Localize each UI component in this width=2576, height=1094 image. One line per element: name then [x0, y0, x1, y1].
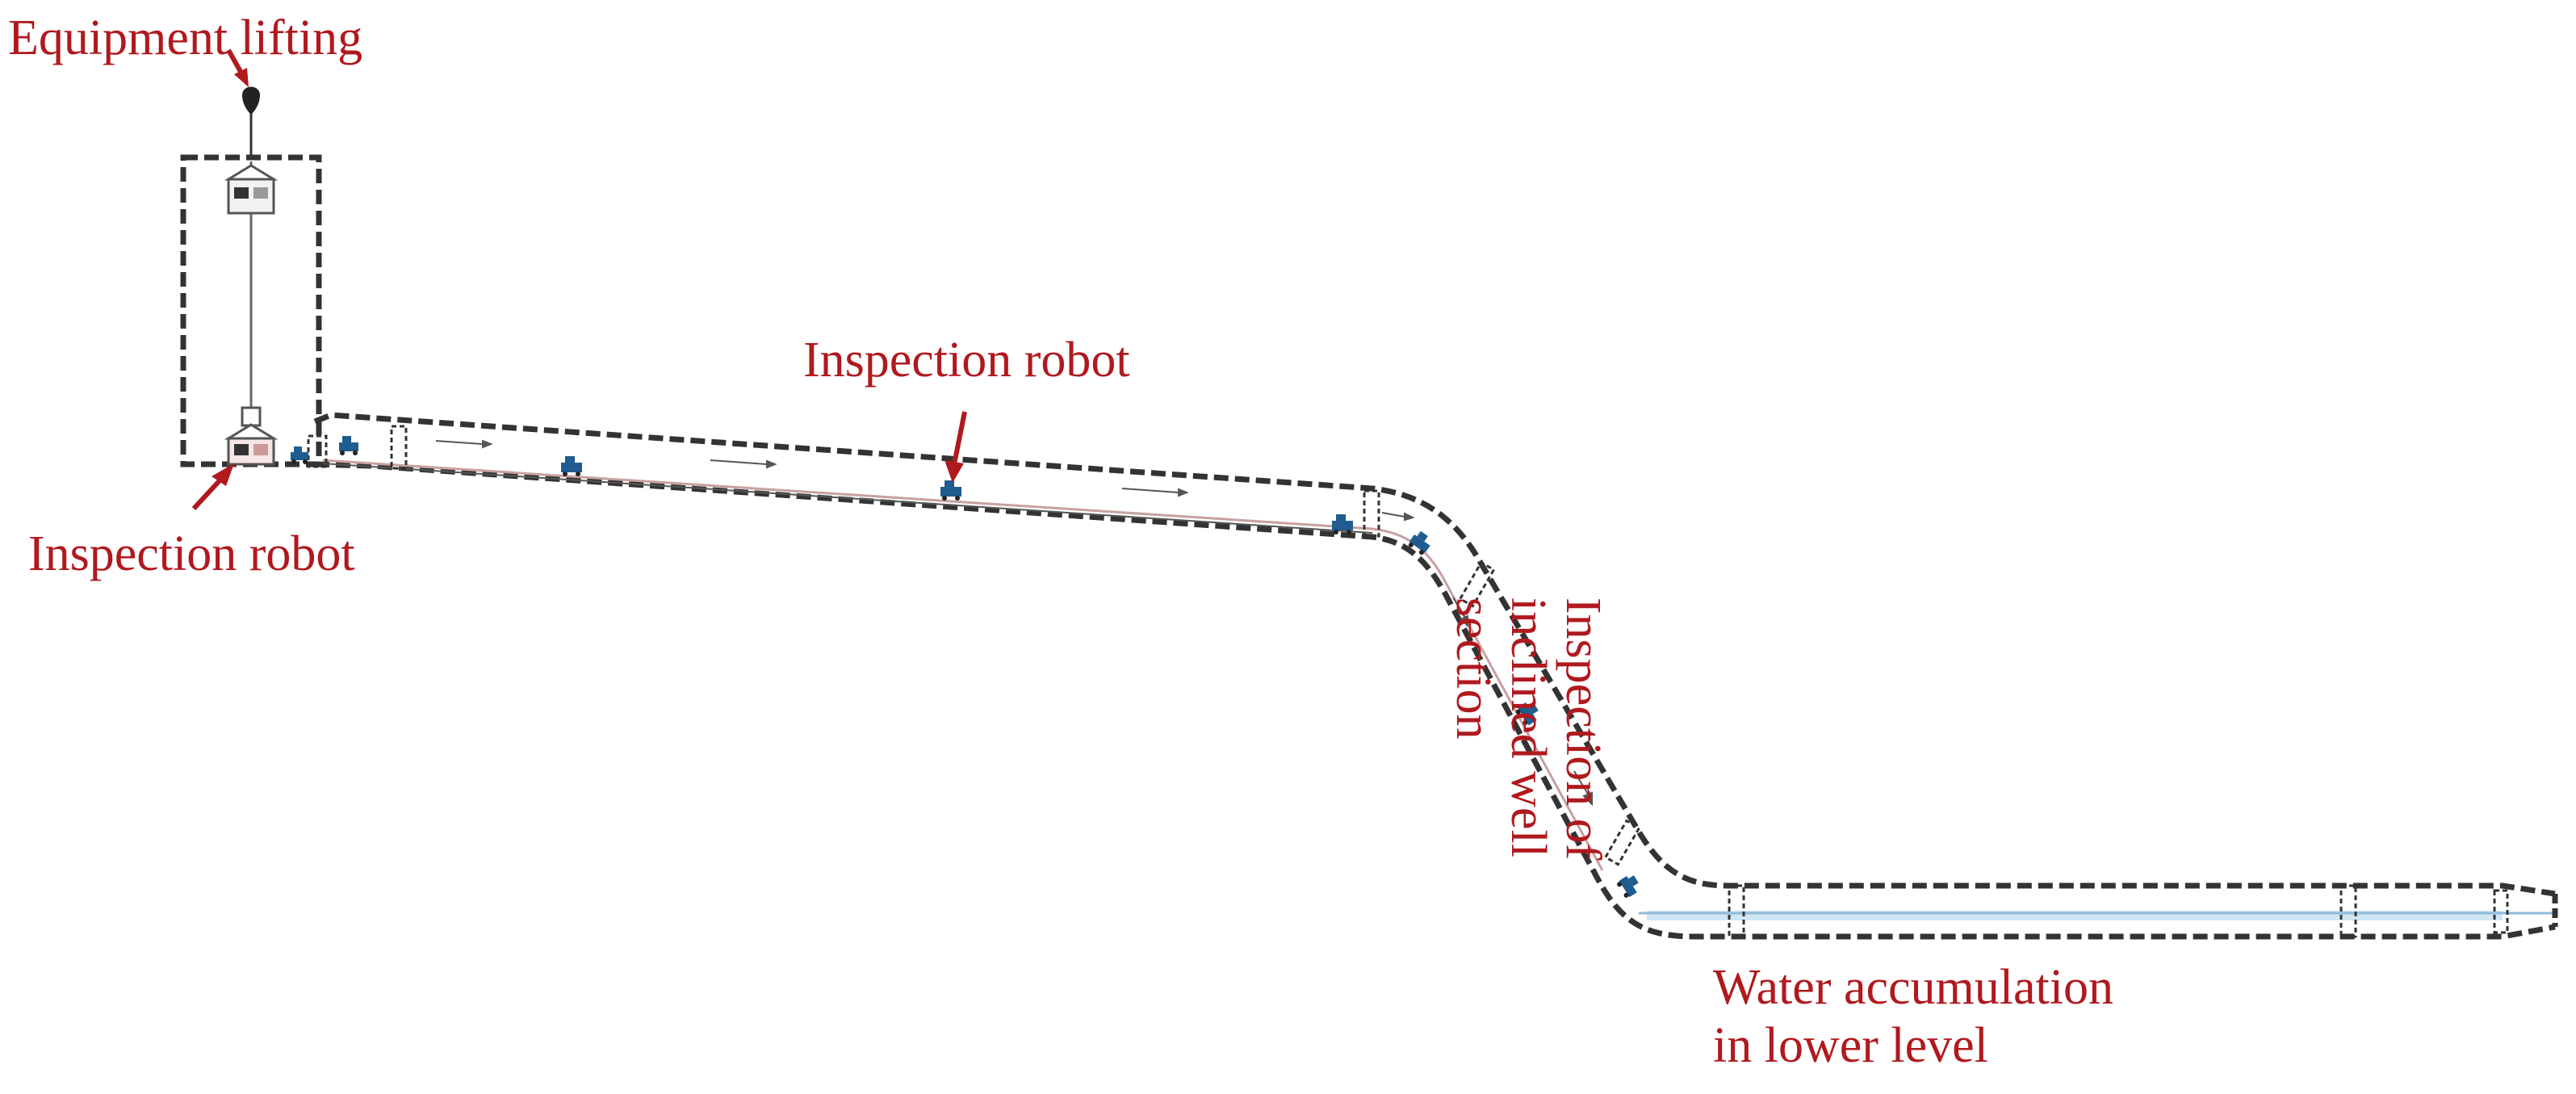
callout-arrows: [191, 48, 967, 511]
section-dividers: [307, 425, 2509, 938]
arrow-robot-top: [945, 411, 967, 483]
divider-3: [1363, 489, 1380, 538]
robot-icon: [1408, 530, 1430, 555]
robot-icon: [1617, 875, 1639, 898]
flow-arrow-icon: [1381, 512, 1415, 522]
flow-arrow-icon: [435, 439, 493, 449]
inclined-line-2: inclined well: [1501, 597, 1556, 857]
flow-arrow-icon: [710, 459, 777, 469]
rail-line-dark: [322, 463, 1373, 534]
divider-7: [2339, 884, 2357, 938]
flow-arrow-icon: [1452, 597, 1468, 628]
label-equipment-lifting: Equipment lifting: [8, 10, 363, 65]
robot-icon: [1515, 702, 1539, 726]
robot-icon: [1332, 514, 1353, 534]
divider-5: [1603, 819, 1641, 866]
arrow-robot-left: [191, 463, 234, 511]
label-inclined-well-section: Inspection of inclined well section: [1446, 597, 1611, 860]
label-inspection-robot-left: Inspection robot: [28, 526, 355, 581]
inclined-line-3: section: [1446, 597, 1501, 740]
arrow-equipment-lifting: [226, 48, 249, 87]
water-line-1: Water accumulation: [1713, 960, 2113, 1015]
tunnel-bottom-wall: [314, 461, 2556, 940]
divider-4: [1458, 560, 1496, 608]
label-inspection-robot-top: Inspection robot: [803, 333, 1130, 388]
divider-6: [1728, 884, 1745, 938]
flow-arrow-icon: [1121, 488, 1189, 497]
flow-arrows: [435, 439, 1593, 807]
divider-1: [307, 434, 328, 468]
robots: [291, 436, 1639, 898]
robot-icon: [291, 446, 308, 464]
hoist-cage-icon: [224, 164, 279, 215]
divider-2: [390, 425, 408, 470]
divider-8: [2493, 889, 2509, 934]
water-line-2: in lower level: [1713, 1018, 1988, 1073]
robot-icon: [561, 456, 582, 476]
hoist-hook-icon: [242, 86, 260, 157]
hoist-cage-bottom-icon: [224, 406, 279, 466]
robot-icon: [940, 480, 961, 501]
rail-line: [322, 459, 1604, 871]
label-water-accumulation: Water accumulation in lower level: [1713, 958, 2113, 1075]
robot-icon: [339, 436, 358, 455]
tunnel-top-wall: [313, 412, 2556, 897]
inclined-line-1: Inspection of: [1556, 597, 1611, 861]
flow-arrow-icon: [1573, 770, 1593, 807]
